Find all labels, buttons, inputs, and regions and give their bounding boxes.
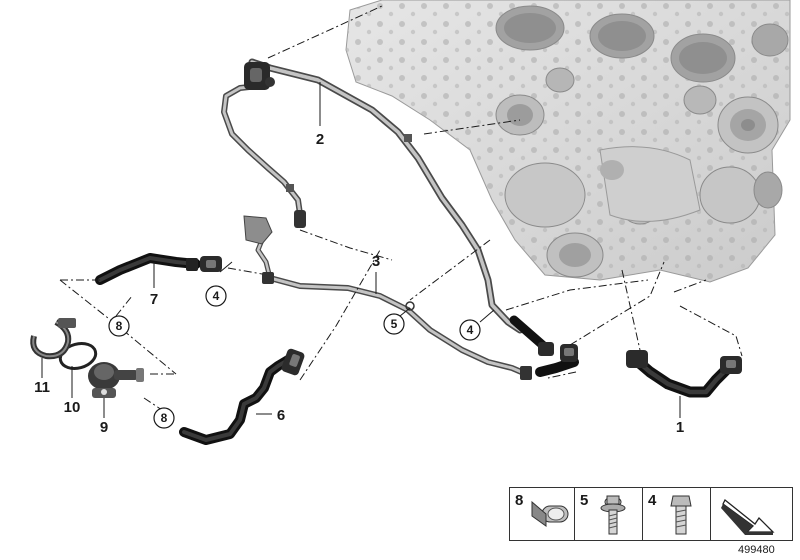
callout-circle-4a — [205, 285, 227, 307]
callout-8a: 8 — [116, 319, 123, 333]
assembly-guide-lines — [59, 5, 743, 411]
callout-6: 6 — [277, 407, 285, 424]
callout-1: 1 — [676, 419, 684, 436]
leader-lines — [41, 82, 681, 418]
callout-9: 9 — [100, 419, 108, 436]
callout-10: 10 — [64, 399, 81, 416]
hex-bolt-icon — [670, 495, 692, 535]
coolant-pipe-3 — [243, 215, 532, 380]
hose-connectors — [509, 315, 579, 377]
callout-11: 11 — [34, 379, 50, 396]
legend-item-clamp: 8 — [510, 488, 575, 540]
callout-3: 3 — [372, 253, 380, 270]
callout-8b: 8 — [161, 411, 168, 425]
o-ring-10 — [58, 342, 98, 370]
coolant-hose-6 — [179, 348, 305, 445]
coolant-hose-1 — [626, 350, 742, 398]
legend-item-arrow — [711, 488, 792, 540]
callout-circle-4b — [459, 319, 481, 341]
callout-circle-8a — [108, 315, 130, 337]
direction-arrow-icon — [721, 498, 775, 535]
engine-block-illustration — [345, 0, 791, 283]
callout-circle-5 — [383, 313, 405, 335]
legend-label-4: 4 — [648, 492, 657, 509]
callout-4a: 4 — [213, 289, 220, 303]
legend-label-8: 8 — [515, 492, 524, 509]
coolant-pipe-2 — [221, 58, 524, 334]
callout-circle-8b — [153, 407, 175, 429]
electric-valve-9 — [88, 362, 144, 398]
hardware-legend: 8 5 4 — [509, 487, 793, 541]
callout-2: 2 — [316, 131, 324, 148]
callout-4b: 4 — [467, 323, 474, 337]
legend-item-screw-5: 5 — [575, 488, 643, 540]
callout-7: 7 — [150, 291, 158, 308]
coolant-hose-7 — [95, 253, 222, 285]
callout-5: 5 — [391, 317, 398, 331]
hose-clamp-11 — [30, 318, 76, 360]
legend-label-5: 5 — [580, 492, 589, 509]
hose-clamp-icon — [531, 500, 569, 527]
legend-item-bolt-4: 4 — [643, 488, 711, 540]
reference-number: 499480 — [738, 544, 775, 556]
flange-screw-icon — [600, 495, 626, 535]
